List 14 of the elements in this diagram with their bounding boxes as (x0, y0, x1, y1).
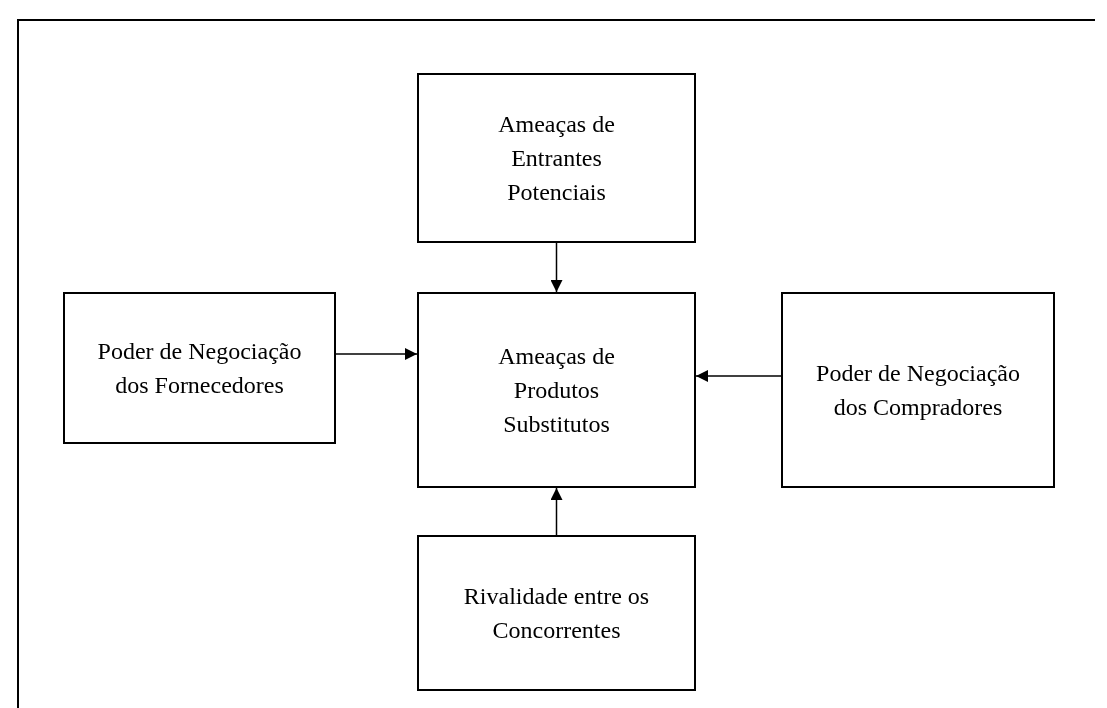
box-label: Ameaças de Entrantes Potenciais (497, 110, 616, 207)
box-label: Poder de Negociação dos Compradores (815, 359, 1021, 422)
box-label: Ameaças de Produtos Substitutos (497, 342, 616, 439)
process-box (63, 292, 336, 444)
process-box (417, 73, 696, 243)
process-box (781, 292, 1055, 488)
process-box (417, 535, 696, 691)
box-label: Rivalidade entre os Concorrentes (462, 582, 651, 645)
arrow (695, 370, 782, 382)
process-box (417, 292, 696, 488)
arrow (335, 348, 418, 360)
arrow (550, 487, 563, 536)
box-label: Poder de Negociação dos Fornecedores (96, 337, 303, 400)
arrow (550, 242, 563, 293)
